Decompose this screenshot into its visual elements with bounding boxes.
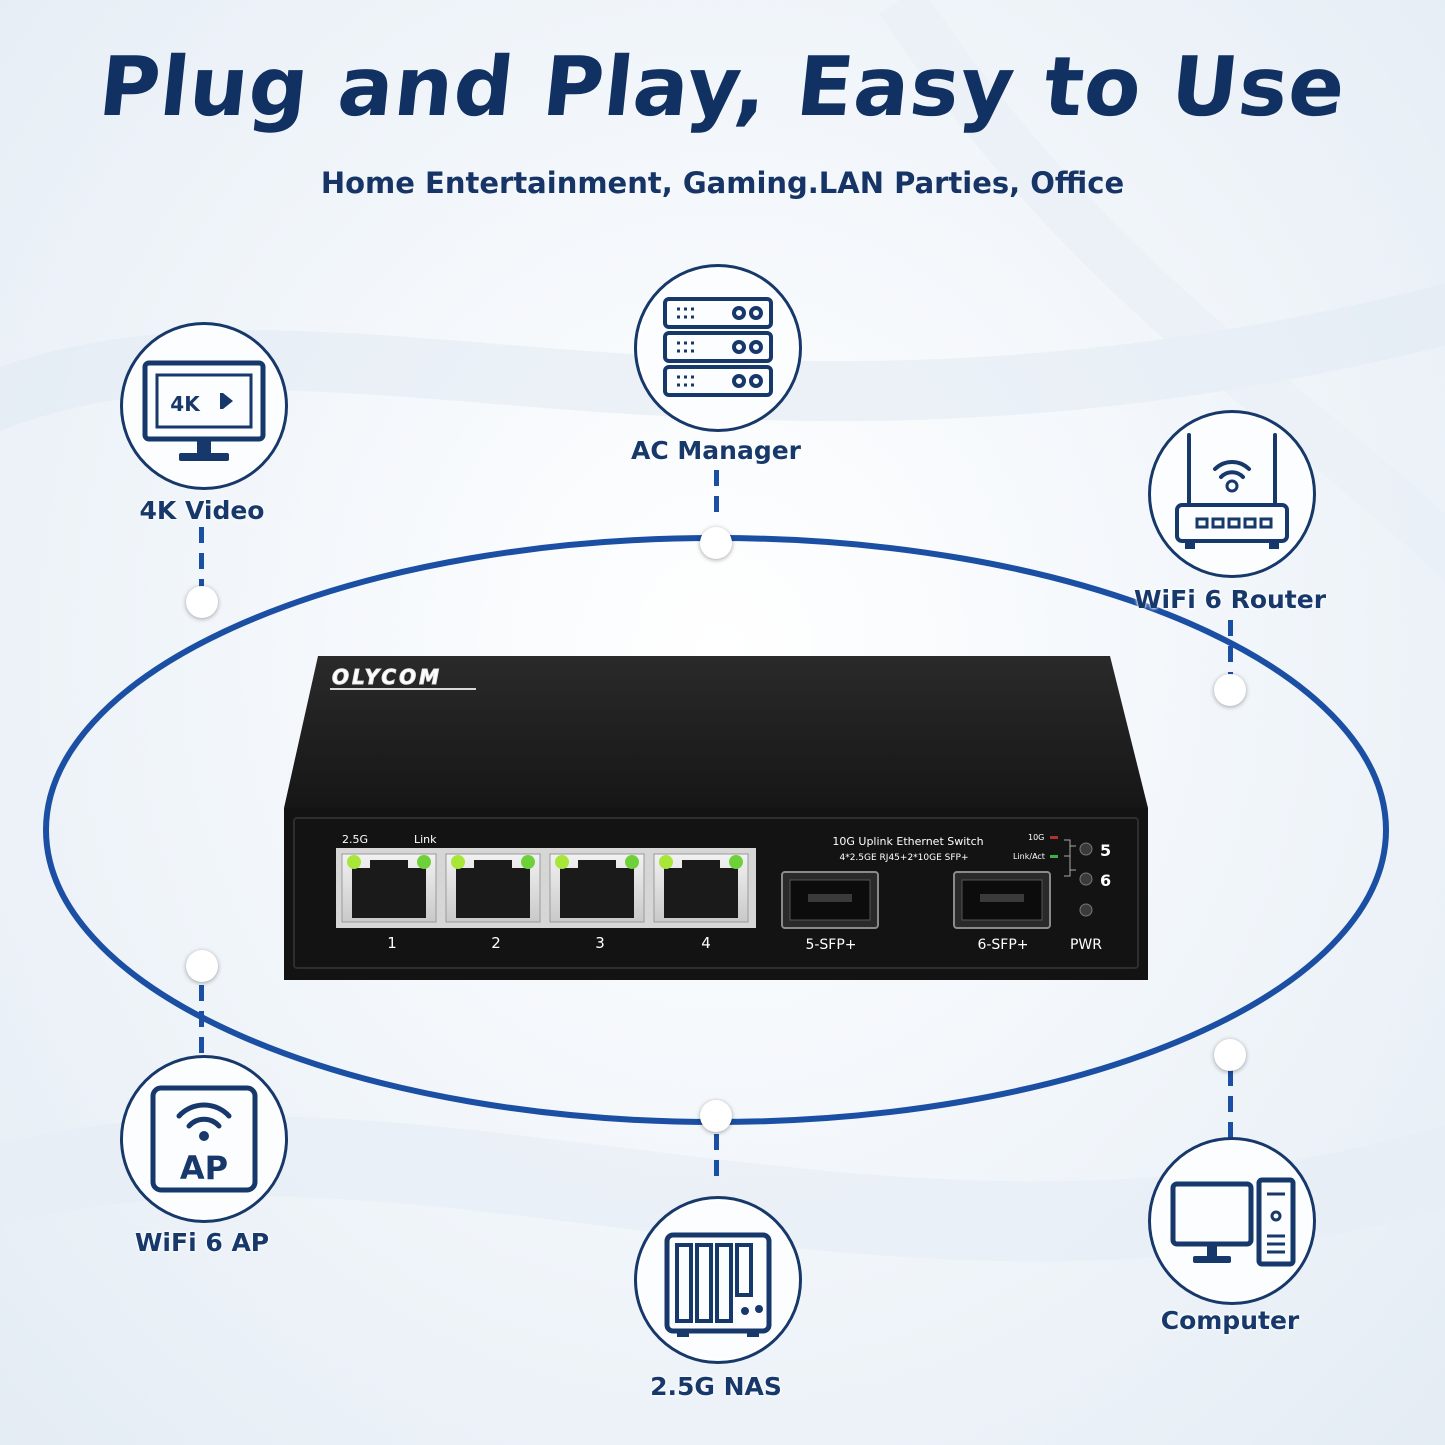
wifi-router-icon xyxy=(1175,433,1289,549)
led-link-label: Link xyxy=(414,833,437,846)
port-led-link xyxy=(521,855,535,869)
sfp-led-number-5: 5 xyxy=(1100,841,1111,860)
port-label-2: 2 xyxy=(491,934,501,952)
junction-dot xyxy=(186,586,218,618)
port-led-speed xyxy=(347,855,361,869)
connector-computer xyxy=(1228,1070,1233,1148)
label-ac-manager: AC Manager xyxy=(631,436,801,465)
rj45-port-4[interactable] xyxy=(653,853,749,923)
label-nas: 2.5G NAS xyxy=(650,1372,782,1401)
monitor-4k-icon: 4K xyxy=(142,360,266,461)
port-label-3: 3 xyxy=(595,934,605,952)
port-label-1: 1 xyxy=(387,934,397,952)
node-ac-manager xyxy=(634,264,802,432)
sfp-led-5 xyxy=(1079,842,1093,856)
connector-ac xyxy=(714,470,719,522)
sfp-port-6[interactable] xyxy=(953,871,1051,929)
access-point-icon: AP xyxy=(150,1085,258,1193)
rj45-port-3[interactable] xyxy=(549,853,645,923)
ap-badge-text: AP xyxy=(180,1149,228,1187)
sfp-label-6: 6-SFP+ xyxy=(977,937,1028,953)
port-led-speed xyxy=(451,855,465,869)
port-led-speed xyxy=(659,855,673,869)
junction-dot xyxy=(1214,1039,1246,1071)
led-speed-label: 2.5G xyxy=(342,833,368,846)
sfp-port-5[interactable] xyxy=(781,871,879,929)
switch-title: 10G Uplink Ethernet Switch xyxy=(832,835,983,848)
switch-spec: 4*2.5GE RJ45+2*10GE SFP+ xyxy=(839,853,968,863)
monitor-screen-text: 4K xyxy=(170,392,201,416)
port-led-link xyxy=(729,855,743,869)
port-led-link xyxy=(417,855,431,869)
sfp-led-number-6: 6 xyxy=(1100,871,1111,890)
led-10g-label: 10G xyxy=(1028,833,1044,842)
connector-ap xyxy=(199,985,204,1063)
ethernet-switch: OLYCOM 2.5G Link xyxy=(284,656,1148,980)
label-wifi-ap: WiFi 6 AP xyxy=(134,1228,270,1257)
junction-dot xyxy=(1214,674,1246,706)
node-4k-video: 4K xyxy=(120,322,288,490)
sfp-label-5: 5-SFP+ xyxy=(805,937,856,953)
desktop-computer-icon xyxy=(1170,1177,1296,1267)
node-wifi-router xyxy=(1148,410,1316,578)
label-wifi-router: WiFi 6 Router xyxy=(1133,585,1327,614)
port-led-speed xyxy=(555,855,569,869)
node-wifi-ap: AP xyxy=(120,1055,288,1223)
subheadline: Home Entertainment, Gaming.LAN Parties, … xyxy=(320,166,1125,200)
node-nas xyxy=(634,1196,802,1364)
switch-brand: OLYCOM xyxy=(332,665,442,689)
junction-dot xyxy=(186,950,218,982)
junction-dot xyxy=(700,1100,732,1132)
rj45-port-2[interactable] xyxy=(445,853,541,923)
label-computer: Computer xyxy=(1160,1306,1300,1335)
led-linkact-label: Link/Act xyxy=(1013,852,1045,861)
server-rack-icon xyxy=(663,297,773,397)
power-led xyxy=(1079,903,1093,917)
junction-dot xyxy=(700,527,732,559)
pwr-label: PWR xyxy=(1070,937,1102,953)
label-4k-video: 4K Video xyxy=(139,496,265,525)
port-led-link xyxy=(625,855,639,869)
sfp-led-6 xyxy=(1079,872,1093,886)
rj45-port-1[interactable] xyxy=(341,853,437,923)
port-label-4: 4 xyxy=(701,934,711,952)
connector-nas xyxy=(714,1134,719,1186)
node-computer xyxy=(1148,1137,1316,1305)
nas-storage-icon xyxy=(664,1232,772,1337)
